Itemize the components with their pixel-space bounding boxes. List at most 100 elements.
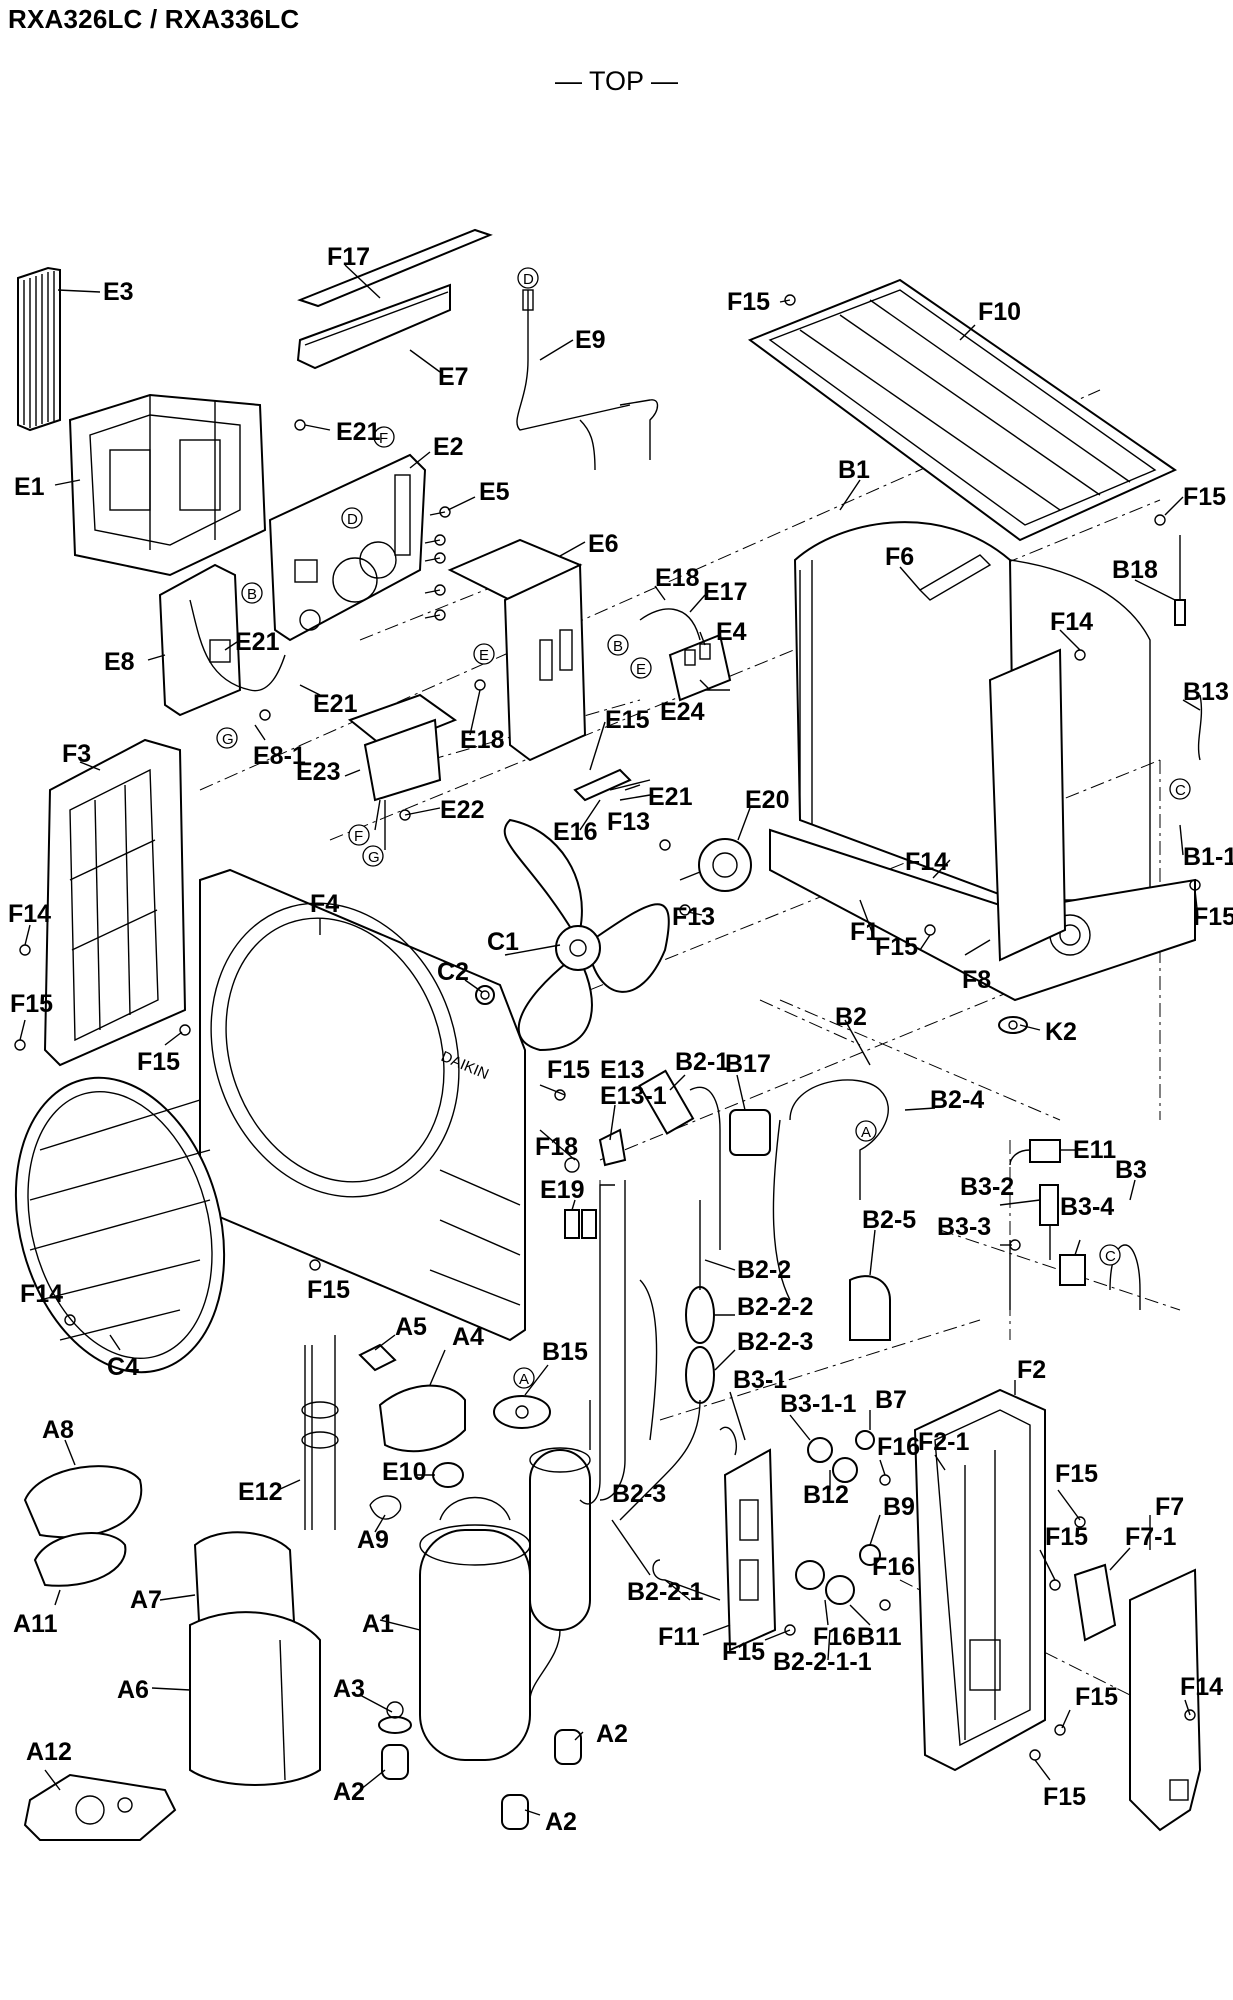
piping-b2 [599,1069,889,1601]
label-f6: F6 [885,543,914,571]
callout-e-right: E [630,657,652,679]
label-e2: E2 [433,433,464,461]
label-e22: E22 [440,796,484,824]
label-f7-1: F7-1 [1125,1523,1177,1551]
label-e15: E15 [605,706,650,734]
label-k2: K2 [1045,1018,1077,1046]
label-c2: C2 [437,958,469,986]
label-c1: C1 [487,928,519,956]
callout-letter: G [368,849,380,866]
label-f15-bottom-right: F15 [1043,1783,1086,1811]
label-b9: B9 [883,1493,915,1521]
label-f14-left: F14 [8,900,51,928]
part-labels: E3 F17 E7 E21 E1 E2 E5 E9 E6 E18 E17 E4 … [8,243,1233,1836]
clip-a9 [369,1495,402,1520]
callout-letter: C [1175,782,1186,799]
label-f15-right: F15 [1183,483,1226,511]
side-grille-f3 [43,738,187,1067]
fan-blade-c1 [503,818,670,1052]
heat-sink-e3 [17,266,61,432]
sensor-wire-e9 [516,289,659,471]
label-f14-top: F14 [1050,608,1093,636]
label-e11: E11 [1073,1136,1116,1164]
label-e18-top: E18 [655,564,700,592]
label-e6: E6 [588,530,619,558]
callout-a-bottom: A [513,1367,535,1389]
fan-motor-e20 [679,838,752,892]
label-f15-e13: F15 [547,1056,590,1084]
label-e19: E19 [540,1176,584,1204]
label-f15-far-right: F15 [1193,903,1233,931]
compressor-a1 [419,1400,591,1761]
label-b11: B11 [857,1623,902,1651]
label-e24: E24 [660,698,705,726]
label-b7: B7 [875,1386,907,1414]
label-e16: E16 [553,818,597,846]
part-k2 [998,1016,1028,1034]
fan-grille-c4 [14,1076,226,1374]
callout-letter: G [222,731,234,748]
valve-coil-e11 [1009,1139,1141,1310]
label-e1: E1 [14,473,45,501]
label-f11: F11 [658,1623,700,1651]
condenser-coil-b1 [793,521,1151,902]
label-f2-1: F2-1 [918,1428,970,1456]
nut-c2 [475,985,495,1005]
label-e10: E10 [382,1458,426,1486]
label-f14-mid: F14 [905,848,948,876]
label-c4: C4 [107,1353,139,1381]
cover-f17-e7 [296,228,493,370]
label-e5: E5 [479,478,510,506]
callout-d-pcb: D [341,507,363,529]
label-f4: F4 [310,890,339,918]
rubber-feet-a2 [381,1729,582,1830]
label-e8: E8 [104,648,135,676]
label-b3-4: B3-4 [1060,1193,1114,1221]
label-a11: A11 [13,1610,58,1638]
label-b3-3: B3-3 [937,1213,991,1241]
label-e20: E20 [745,786,789,814]
side-panel-f2 [913,1388,1046,1772]
label-a2-right: A2 [596,1720,628,1748]
label-a6: A6 [117,1676,149,1704]
label-e21-top: E21 [336,418,381,446]
label-b12: B12 [803,1481,849,1509]
sensor-parts-e13-e19 [564,1128,627,1239]
label-b2-5: B2-5 [862,1206,916,1234]
callout-g-bottom: G [362,845,384,867]
callout-letter: B [247,586,257,603]
label-f15-mid: F15 [875,933,918,961]
label-f15-f2: F15 [1055,1460,1098,1488]
label-f15-valve: F15 [722,1638,765,1666]
label-f15-left: F15 [10,990,53,1018]
bracket-e6 [447,538,587,762]
label-a2-left: A2 [333,1778,365,1806]
callout-letter: E [479,647,489,664]
label-a1: A1 [362,1610,394,1638]
top-panel-f10 [747,278,1178,542]
label-f7: F7 [1155,1493,1184,1521]
sensors-b13-b18 [1174,535,1203,761]
label-e21-left: E21 [235,628,280,656]
callout-g-left: G [216,727,238,749]
label-f1: F1 [850,918,879,946]
label-b15: B15 [542,1338,588,1366]
label-a9: A9 [357,1526,389,1554]
callout-b-right: B [607,634,629,656]
control-box-e1 [68,393,267,577]
label-b1: B1 [838,456,870,484]
label-f3: F3 [62,740,91,768]
label-f2: F2 [1017,1356,1046,1384]
label-b18: B18 [1112,556,1158,584]
bracket-e8 [158,563,286,717]
heater-cable-e12 [301,1335,339,1530]
label-f14-right: F14 [1180,1673,1223,1701]
screws [14,294,1201,1761]
part-a5 [358,1343,397,1372]
pcb-e2 [268,453,427,642]
label-f15-lower: F15 [1075,1683,1118,1711]
base-pan-f1 [769,554,1196,1002]
label-b3-1-1: B3-1-1 [780,1390,857,1418]
label-b2-2-1-1: B2-2-1-1 [773,1648,872,1676]
